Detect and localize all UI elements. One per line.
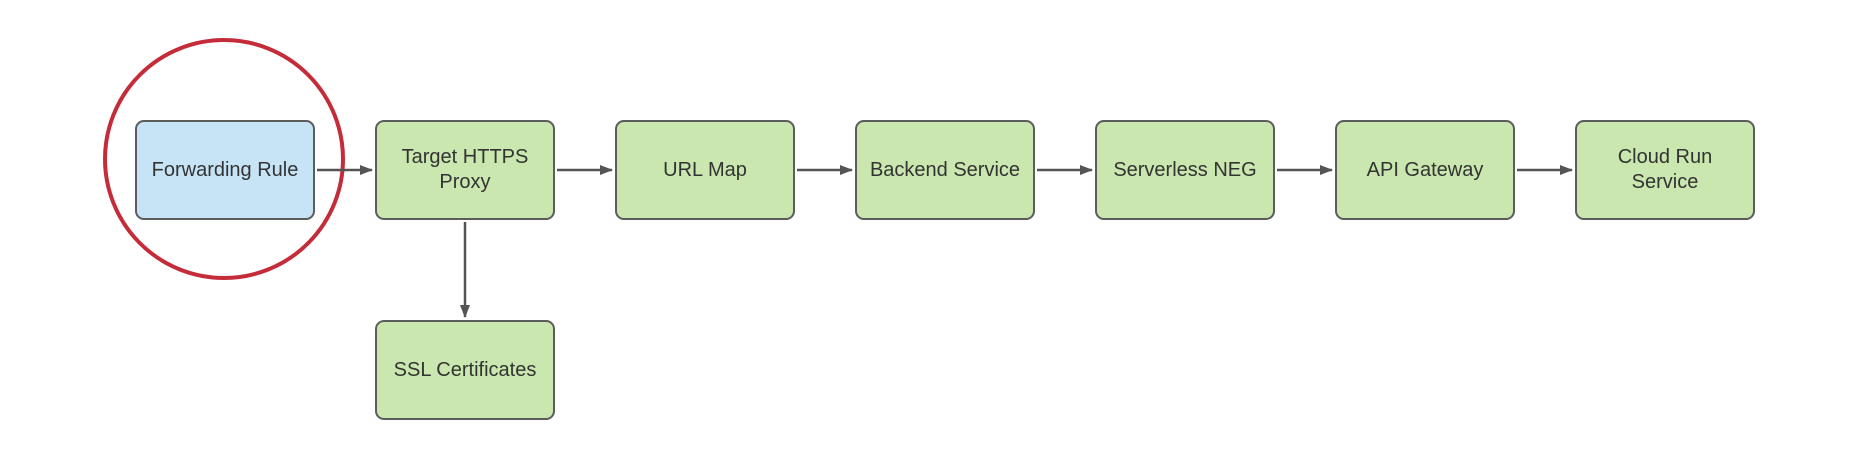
node-cloud-run-service[interactable]: Cloud Run Service <box>1575 120 1755 220</box>
node-forwarding-rule[interactable]: Forwarding Rule <box>135 120 315 220</box>
node-api-gateway-label: API Gateway <box>1366 158 1484 181</box>
highlight-circle-annotation <box>103 38 345 280</box>
node-ssl-certificates[interactable]: SSL Certificates <box>375 320 555 420</box>
node-serverless-neg-label: Serverless NEG <box>1113 158 1257 181</box>
node-cloud-run-service-label: Cloud Run Service <box>1617 146 1713 193</box>
node-target-https-proxy-label: Target HTTPS Proxy <box>401 146 529 193</box>
node-api-gateway[interactable]: API Gateway <box>1335 120 1515 220</box>
node-backend-service-label: Backend Service <box>869 158 1021 181</box>
node-serverless-neg[interactable]: Serverless NEG <box>1095 120 1275 220</box>
node-backend-service[interactable]: Backend Service <box>855 120 1035 220</box>
node-url-map[interactable]: URL Map <box>615 120 795 220</box>
node-url-map-label: URL Map <box>663 158 747 181</box>
node-forwarding-rule-label: Forwarding Rule <box>151 158 299 181</box>
node-ssl-certificates-label: SSL Certificates <box>393 358 537 381</box>
node-target-https-proxy[interactable]: Target HTTPS Proxy <box>375 120 555 220</box>
